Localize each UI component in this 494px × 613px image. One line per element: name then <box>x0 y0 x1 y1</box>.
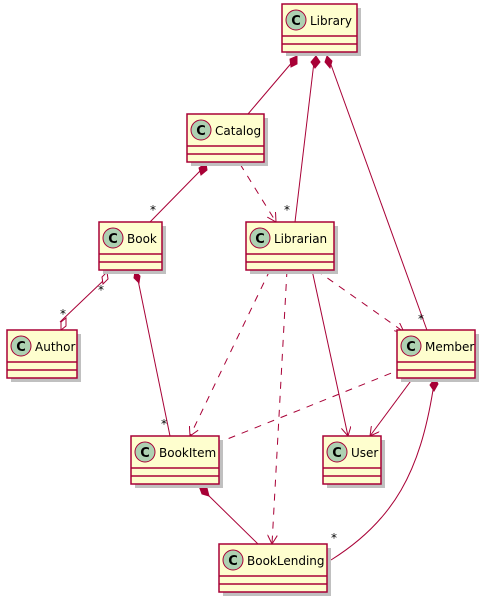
class-badge-icon <box>400 335 422 357</box>
edge-librarian-user <box>311 269 348 436</box>
class-name: BookItem <box>159 446 216 460</box>
class-author[interactable]: C Author <box>6 329 81 382</box>
class-name: Author <box>35 340 75 354</box>
class-name: User <box>351 446 378 460</box>
multiplicity-library-librarian: * <box>284 203 290 217</box>
edge-library-librarian <box>294 55 321 223</box>
aggregation-diamond-book <box>101 270 109 286</box>
class-badge-letter: C <box>196 124 206 139</box>
composition-diamond <box>310 55 321 69</box>
multiplicity-catalog-book: * <box>150 203 156 217</box>
edge-member-bookitem <box>210 367 405 446</box>
class-name: BookLending <box>247 554 325 568</box>
edge-library-member <box>324 55 429 334</box>
multiplicity-library-member: * <box>418 312 424 326</box>
class-badge-letter: C <box>332 446 342 461</box>
class-badge-letter: C <box>228 554 238 569</box>
class-badge-letter: C <box>140 446 150 461</box>
composition-diamond <box>289 55 298 68</box>
multiplicity-member-booklending: * <box>331 531 337 545</box>
edge-catalog-librarian <box>239 163 276 222</box>
edge-book-bookitem <box>133 269 171 437</box>
class-name: Catalog <box>215 124 261 138</box>
class-badge-icon <box>285 9 307 31</box>
composition-diamond <box>324 55 333 70</box>
edge-library-catalog <box>247 55 298 115</box>
class-badge-icon <box>134 441 156 463</box>
aggregation-diamond-author <box>60 316 67 332</box>
edge-librarian-bookitem <box>190 269 271 436</box>
class-member[interactable]: C Member <box>396 329 479 382</box>
class-badge-icon <box>249 227 271 249</box>
class-name: Book <box>127 232 157 246</box>
class-badge-icon <box>102 227 124 249</box>
class-library[interactable]: C Library <box>281 3 361 56</box>
multiplicity-book-author-source: * <box>98 283 104 297</box>
multiplicity-labels: * * * * * * * <box>60 203 424 545</box>
class-name: Library <box>310 14 352 28</box>
class-booklending[interactable]: C BookLending <box>218 543 331 596</box>
edge-librarian-booklending <box>272 269 288 544</box>
edge-member-user <box>370 373 417 436</box>
edge-book-author <box>59 270 109 332</box>
class-book[interactable]: C Book <box>98 221 166 274</box>
class-name: Librarian <box>274 232 327 246</box>
class-user[interactable]: C User <box>322 435 385 488</box>
class-badge-letter: C <box>108 232 118 247</box>
class-librarian[interactable]: C Librarian <box>245 221 338 274</box>
class-bookitem[interactable]: C BookItem <box>130 435 223 488</box>
class-badge-letter: C <box>406 340 416 355</box>
class-catalog[interactable]: C Catalog <box>186 113 268 166</box>
class-badge-letter: C <box>16 340 26 355</box>
class-badge-letter: C <box>255 232 265 247</box>
edge-bookitem-booklending <box>198 485 261 547</box>
class-badge-letter: C <box>291 14 301 29</box>
multiplicity-book-author-target: * <box>60 307 66 321</box>
multiplicity-book-bookitem: * <box>161 417 167 431</box>
edge-catalog-book <box>149 162 208 223</box>
class-badge-icon <box>222 549 244 571</box>
class-badge-icon <box>326 441 348 463</box>
class-badge-icon <box>10 335 32 357</box>
class-name: Member <box>425 340 474 354</box>
class-badge-icon <box>190 119 212 141</box>
edge-librarian-member <box>315 269 404 332</box>
